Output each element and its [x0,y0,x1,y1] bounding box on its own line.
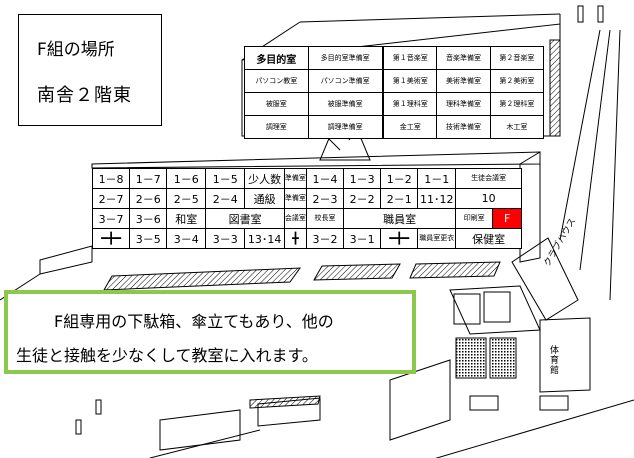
room: 第２音楽室 [489,46,545,70]
room: 3－1 [343,228,382,249]
stairs-icon: ━╋━ [91,228,131,249]
room: 美術準備室 [436,69,491,93]
room: 3－7 [91,208,131,229]
walkway-left [103,267,302,291]
room: 1－2 [380,168,419,189]
room: 2－1 [380,188,419,209]
room: 木工室 [489,115,545,139]
room: 10 [455,188,522,209]
class-f-room: F [492,208,522,229]
room: パソコン教室 [244,69,309,93]
room: 3－6 [129,208,168,229]
room: 少人数 [244,168,285,189]
room: 職員室 [343,208,457,229]
room: 2－2 [343,188,382,209]
room: 2－5 [166,188,207,209]
room: 被服室 [244,92,309,116]
room: 準備室 [283,188,307,209]
room: 3－3 [205,228,246,249]
room: 図書室 [205,208,285,229]
notice-line2: 生徒と接触を少なくして教室に入れます。 [16,346,318,365]
room: 3－4 [166,228,207,249]
room: 第２理科室 [489,92,545,116]
room: 第１音楽室 [383,46,438,70]
room: 3－2 [305,228,345,249]
room: 2－7 [91,188,131,209]
room: 生徒会議室 [455,168,522,189]
notice-line1: F組専用の下駄箱、傘立てもあり、他の [54,312,334,331]
room: 保健室 [455,228,522,249]
room: 職員室更衣 [417,228,457,249]
room: 校長室 [305,208,345,229]
room: 第１理科室 [383,92,438,116]
room: 金工室 [383,115,438,139]
room: 1－3 [343,168,382,189]
room: 被服準備室 [307,92,383,116]
room: 和室 [166,208,207,229]
room: 理科準備室 [436,92,491,116]
room: 11･12 [417,188,457,209]
room: パソコン準備室 [307,69,383,93]
club-house-shape [511,237,579,321]
room: 印刷室 [455,208,494,229]
room: 1－6 [166,168,207,189]
room: 通級 [244,188,285,209]
room: 多目的室 [244,46,309,70]
title-line1: F組の場所 [37,40,115,60]
room: 第１美術室 [383,69,438,93]
room: 1－5 [205,168,246,189]
room: 1－1 [417,168,457,189]
room [381,115,385,139]
stairs-icon: ╋ [283,228,307,249]
stairs-icon: ━╋━ [380,228,419,249]
title-box: F組の場所 南舎２階東 [18,14,162,126]
walkway-mid [313,263,401,281]
room: 1－8 [91,168,131,189]
walkway-right [409,261,501,279]
south-building-top [91,151,541,169]
room: 2－6 [129,188,168,209]
gym-pattern [455,337,487,379]
room: 調理準備室 [307,115,383,139]
title-line2: 南舎２階東 [37,85,132,106]
gym-label: 体育館 [550,346,560,376]
south-building-rooms: 1－8 1－7 1－6 1－5 少人数 準備室 1－4 1－3 1－2 1－1 … [91,168,522,249]
notice-box: F組専用の下駄箱、傘立てもあり、他の 生徒と接触を少なくして教室に入れます。 [4,290,416,374]
room: 3－5 [129,228,168,249]
room: 13･14 [244,228,285,249]
gym-shape [539,317,591,393]
room: 1－7 [129,168,168,189]
room: 準備室 [283,168,307,189]
room: 調理室 [244,115,309,139]
room: 第２美術室 [489,69,545,93]
room: 会議室 [283,208,307,229]
room: 多目的室準備室 [307,46,383,70]
room: 2－4 [205,188,246,209]
room: 1－4 [305,168,345,189]
room: 音楽準備室 [436,46,491,70]
room: 2－3 [305,188,345,209]
north-building-rooms: 多目的室 多目的室準備室 第１音楽室 音楽準備室 第２音楽室 パソコン教室 パソ… [244,46,545,139]
room: 技術準備室 [436,115,491,139]
